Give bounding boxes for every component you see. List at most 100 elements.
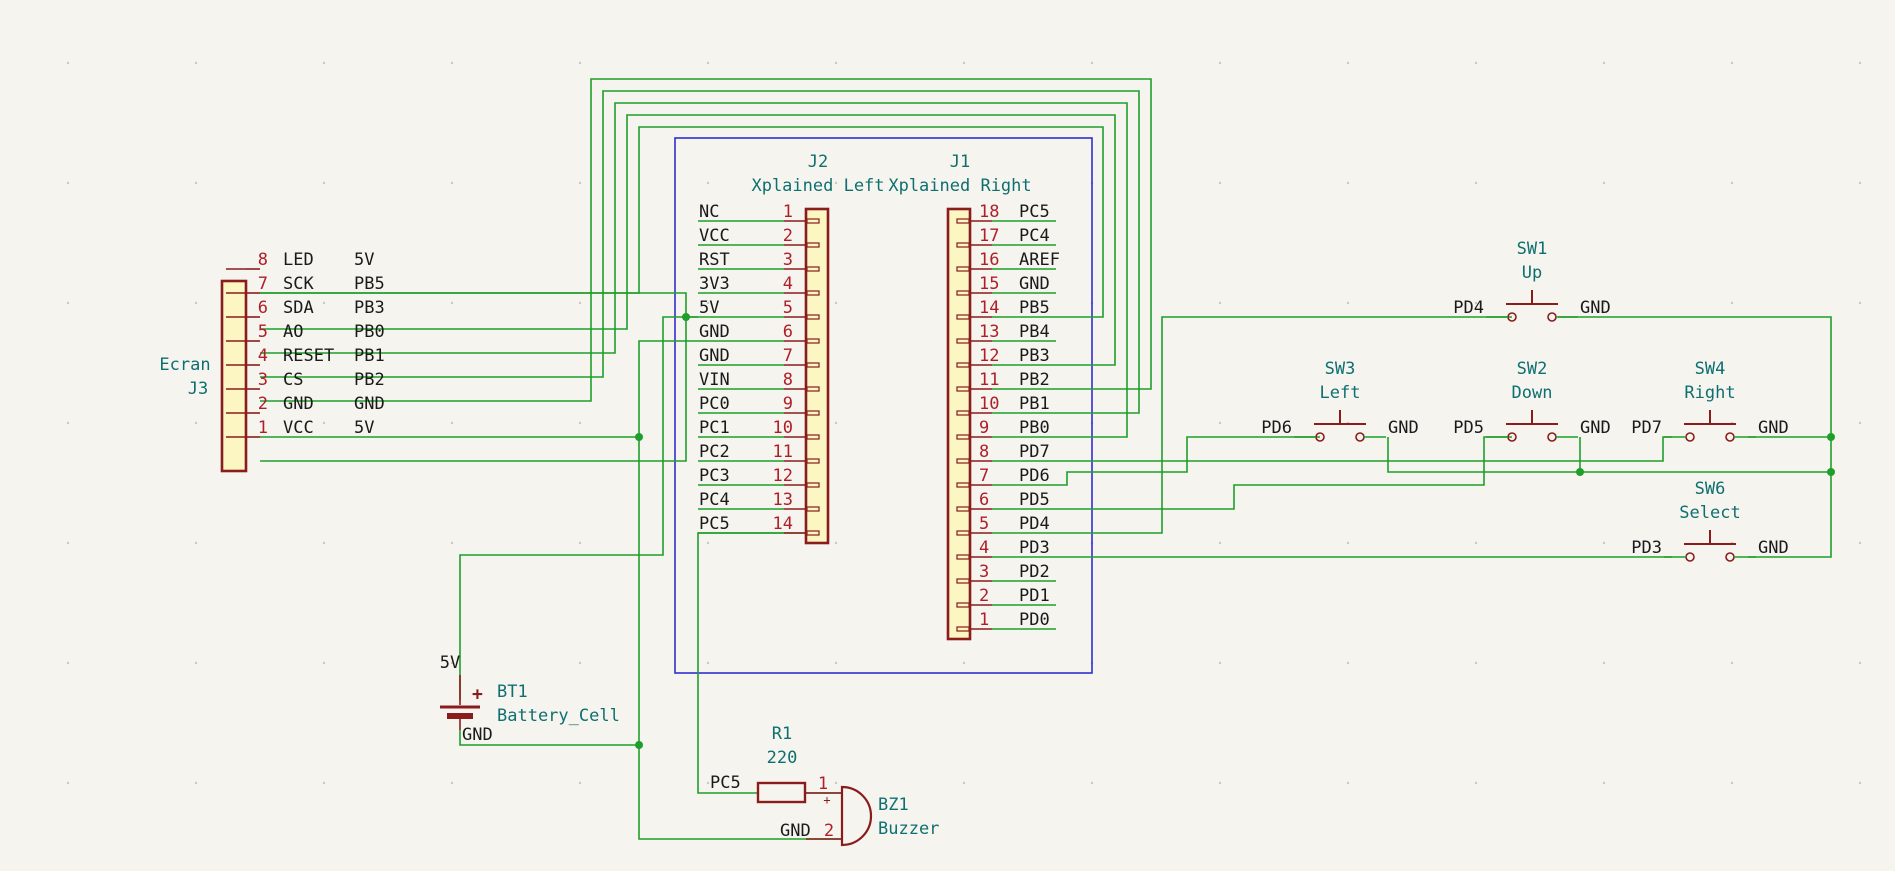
j3-pin-name: VCC bbox=[283, 418, 314, 438]
switch-left-net: PD3 bbox=[1631, 538, 1662, 558]
j2-pin-number: 11 bbox=[773, 442, 793, 462]
connector-j2[interactable]: J2 Xplained Left 1NC2VCC3RST43V355V6GND7… bbox=[698, 152, 885, 545]
wire-pb1 bbox=[260, 90, 1140, 414]
switch-value: Select bbox=[1679, 503, 1740, 523]
j1-pin-pad bbox=[956, 242, 970, 248]
j3-pin-net: PB2 bbox=[354, 370, 385, 390]
switch-contact bbox=[1685, 552, 1695, 562]
switch-ref: SW6 bbox=[1695, 479, 1726, 499]
j1-pin-name: PB2 bbox=[1019, 370, 1050, 390]
switch-right-net: GND bbox=[1758, 418, 1789, 438]
j1-ref: J1 bbox=[950, 152, 970, 172]
j2-pin-number: 6 bbox=[783, 322, 793, 342]
switch-ref: SW4 bbox=[1695, 359, 1726, 379]
junction bbox=[1827, 433, 1835, 441]
j2-pin-pad bbox=[806, 482, 820, 488]
r1-value: 220 bbox=[767, 748, 798, 768]
j2-pin-number: 4 bbox=[783, 274, 793, 294]
j2-pin-name: VCC bbox=[699, 226, 730, 246]
switch-value: Down bbox=[1512, 383, 1553, 403]
j3-pin-number: 7 bbox=[258, 274, 268, 294]
j1-pin-number: 11 bbox=[979, 370, 999, 390]
j2-pin-name: 5V bbox=[699, 298, 719, 318]
j3-pin-number: 5 bbox=[258, 322, 268, 342]
j1-pin-pad bbox=[956, 626, 970, 632]
j1-pin-pad bbox=[956, 410, 970, 416]
j1-pin-pad bbox=[956, 266, 970, 272]
j1-pin-name: PD5 bbox=[1019, 490, 1050, 510]
j1-pin-name: PD4 bbox=[1019, 514, 1050, 534]
j1-pin-number: 13 bbox=[979, 322, 999, 342]
j2-pin-pad bbox=[806, 506, 820, 512]
j2-pin-pad bbox=[806, 314, 820, 320]
j2-pin-name: NC bbox=[699, 202, 719, 222]
wire-gnd-bt1 bbox=[459, 730, 639, 746]
j2-pin-pad bbox=[806, 218, 820, 224]
j1-pin-name: PC5 bbox=[1019, 202, 1050, 222]
wire-j3-pin7 bbox=[260, 292, 687, 317]
j1-pin-pad bbox=[956, 554, 970, 560]
j1-pin-name: PD6 bbox=[1019, 466, 1050, 486]
j2-pin-number: 9 bbox=[783, 394, 793, 414]
j2-pin-number: 13 bbox=[773, 490, 793, 510]
j1-pin-name: PC4 bbox=[1019, 226, 1050, 246]
bt1-minus-net: GND bbox=[462, 725, 493, 745]
switch-left-net: PD6 bbox=[1261, 418, 1292, 438]
j1-pin-number: 15 bbox=[979, 274, 999, 294]
j2-pin-name: PC5 bbox=[699, 514, 730, 534]
j1-pin-number: 17 bbox=[979, 226, 999, 246]
j1-pin-name: PD2 bbox=[1019, 562, 1050, 582]
j1-pin-name: PB5 bbox=[1019, 298, 1050, 318]
switch-left-net: PD5 bbox=[1453, 418, 1484, 438]
j3-pin-number: 1 bbox=[258, 418, 268, 438]
j2-pin-pad bbox=[806, 290, 820, 296]
switch-right-net: GND bbox=[1758, 538, 1789, 558]
switch-left-net: PD7 bbox=[1631, 418, 1662, 438]
j1-pin-number: 14 bbox=[979, 298, 999, 318]
j2-pin-number: 8 bbox=[783, 370, 793, 390]
j2-pin-name: GND bbox=[699, 322, 730, 342]
bz1-ref: BZ1 bbox=[878, 795, 909, 815]
j2-pin-name: 3V3 bbox=[699, 274, 730, 294]
bz1-plus-mark: + bbox=[823, 793, 830, 807]
r1-ref: R1 bbox=[772, 724, 792, 744]
j3-pin-net: PB5 bbox=[354, 274, 385, 294]
j1-pin-number: 4 bbox=[979, 538, 989, 558]
wire-pb5 bbox=[260, 126, 1104, 318]
j2-pin-name: GND bbox=[699, 346, 730, 366]
junction bbox=[682, 313, 690, 321]
j1-pin-number: 9 bbox=[979, 418, 989, 438]
junction bbox=[1827, 468, 1835, 476]
j3-pin-number: 4 bbox=[258, 346, 268, 366]
buzzer-bz1[interactable]: 1 + 2 GND BZ1 Buzzer bbox=[780, 774, 939, 847]
resistor-r1[interactable]: R1 220 PC5 bbox=[710, 724, 807, 804]
j2-pin-number: 2 bbox=[783, 226, 793, 246]
j3-pin-name: LED bbox=[283, 250, 314, 270]
bt1-plus-net: 5V bbox=[440, 653, 460, 673]
j1-pin-name: PB4 bbox=[1019, 322, 1050, 342]
junction bbox=[635, 741, 643, 749]
switch-contact bbox=[1355, 432, 1365, 442]
j1-pin-number: 10 bbox=[979, 394, 999, 414]
j1-pin-pad bbox=[956, 506, 970, 512]
bz1-gnd-net: GND bbox=[780, 821, 811, 841]
battery-bt1[interactable]: 5V + GND BT1 Battery_Cell bbox=[440, 653, 620, 745]
switch-ref: SW1 bbox=[1517, 239, 1548, 259]
j1-pin-number: 1 bbox=[979, 610, 989, 630]
j1-pin-pad bbox=[956, 386, 970, 392]
r1-left-net: PC5 bbox=[710, 773, 741, 793]
j2-pin-number: 1 bbox=[783, 202, 793, 222]
bz1-pin1: 1 bbox=[818, 774, 828, 794]
j3-pin-number: 2 bbox=[258, 394, 268, 414]
wire-pb3 bbox=[260, 114, 1116, 366]
j1-pin-name: PD1 bbox=[1019, 586, 1050, 606]
bz1-value: Buzzer bbox=[878, 819, 939, 839]
